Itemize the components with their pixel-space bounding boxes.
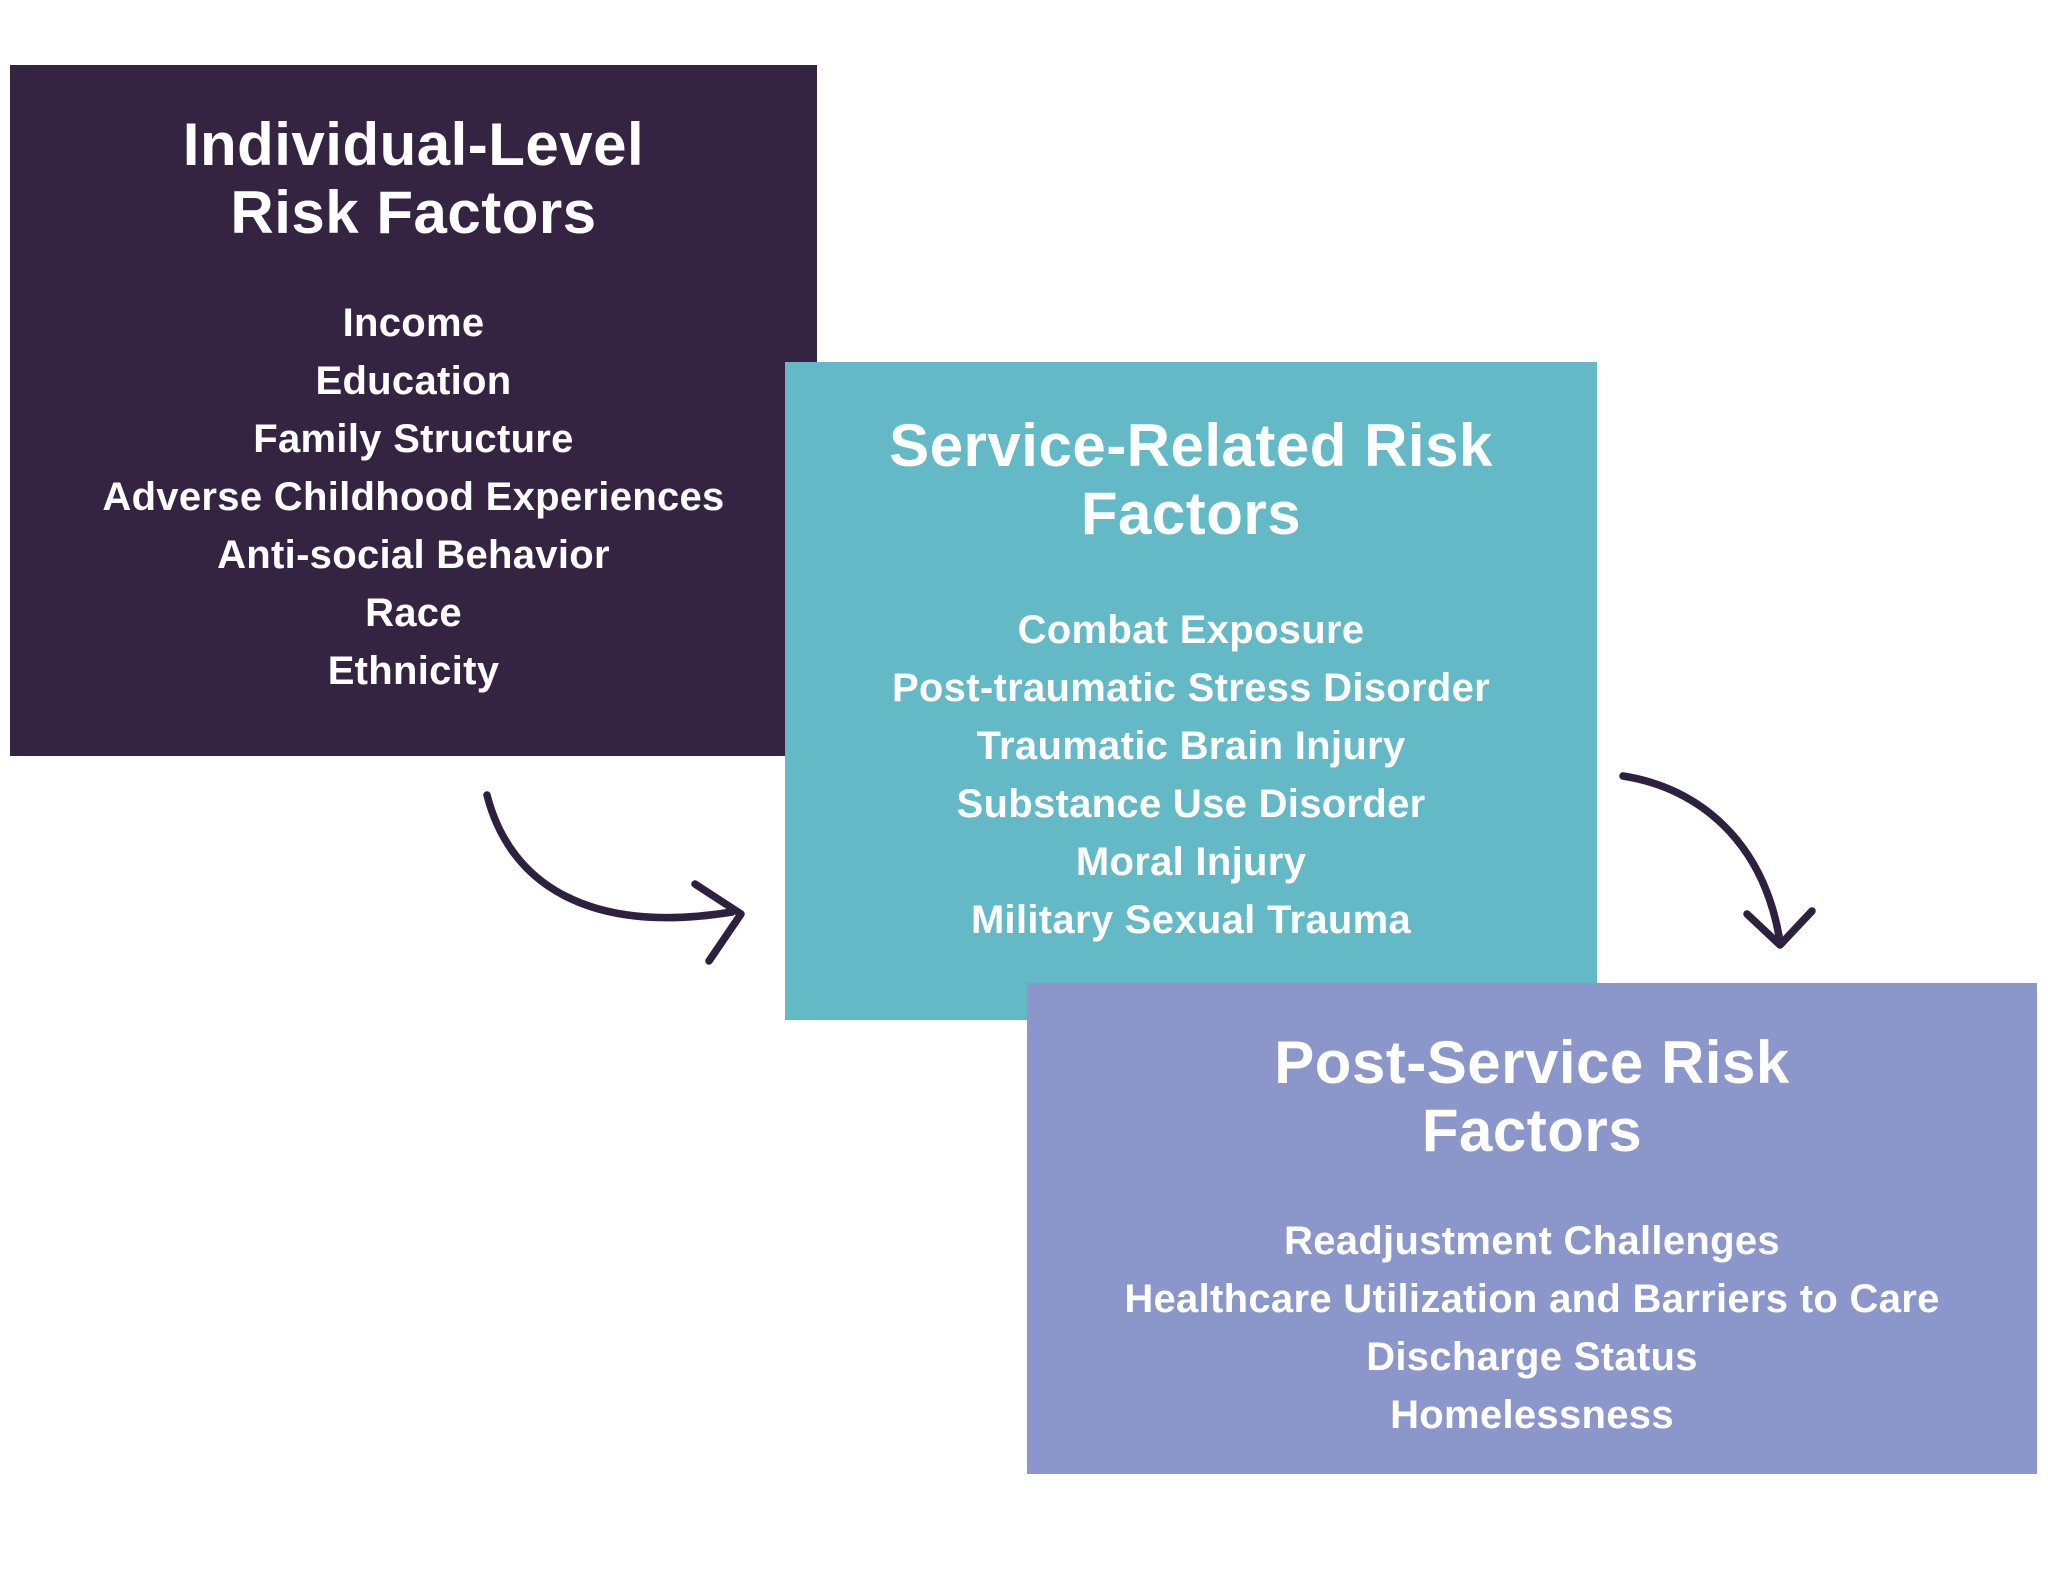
list-item: Combat Exposure: [1017, 607, 1365, 652]
list-item: Discharge Status: [1366, 1334, 1698, 1379]
individual-risk-title: Individual-Level Risk Factors: [182, 111, 645, 247]
list-item: Education: [315, 358, 512, 403]
list-item: Anti-social Behavior: [217, 532, 610, 577]
arrow-service-to-post-icon: [1619, 772, 1816, 949]
list-item: Readjustment Challenges: [1284, 1218, 1780, 1263]
list-item: Adverse Childhood Experiences: [102, 474, 725, 519]
list-item: Family Structure: [253, 416, 574, 461]
arrow-head: [1743, 907, 1816, 949]
arrow-head: [691, 880, 745, 965]
list-item: Traumatic Brain Injury: [976, 723, 1406, 768]
arrow-curve: [1619, 772, 1783, 940]
arrow-individual-to-service-icon: [483, 791, 745, 965]
service-risk-title: Service-Related Risk Factors: [889, 412, 1493, 548]
list-item: Substance Use Disorder: [956, 781, 1426, 826]
list-item: Military Sexual Trauma: [970, 897, 1412, 942]
post-service-risk-title: Post-Service Risk Factors: [1274, 1029, 1790, 1165]
list-item: Income: [342, 300, 485, 345]
list-item: Post-traumatic Stress Disorder: [891, 665, 1491, 710]
service-risk-box: Service-Related Risk Factors Combat Expo…: [785, 362, 1597, 1020]
list-item: Homelessness: [1390, 1392, 1674, 1437]
post-service-risk-box: Post-Service Risk Factors Readjustment C…: [1027, 983, 2037, 1474]
arrow-curve: [483, 791, 736, 922]
list-item: Moral Injury: [1075, 839, 1307, 884]
list-item: Ethnicity: [327, 648, 500, 693]
list-item: Race: [365, 590, 462, 635]
list-item: Healthcare Utilization and Barriers to C…: [1124, 1276, 1940, 1321]
